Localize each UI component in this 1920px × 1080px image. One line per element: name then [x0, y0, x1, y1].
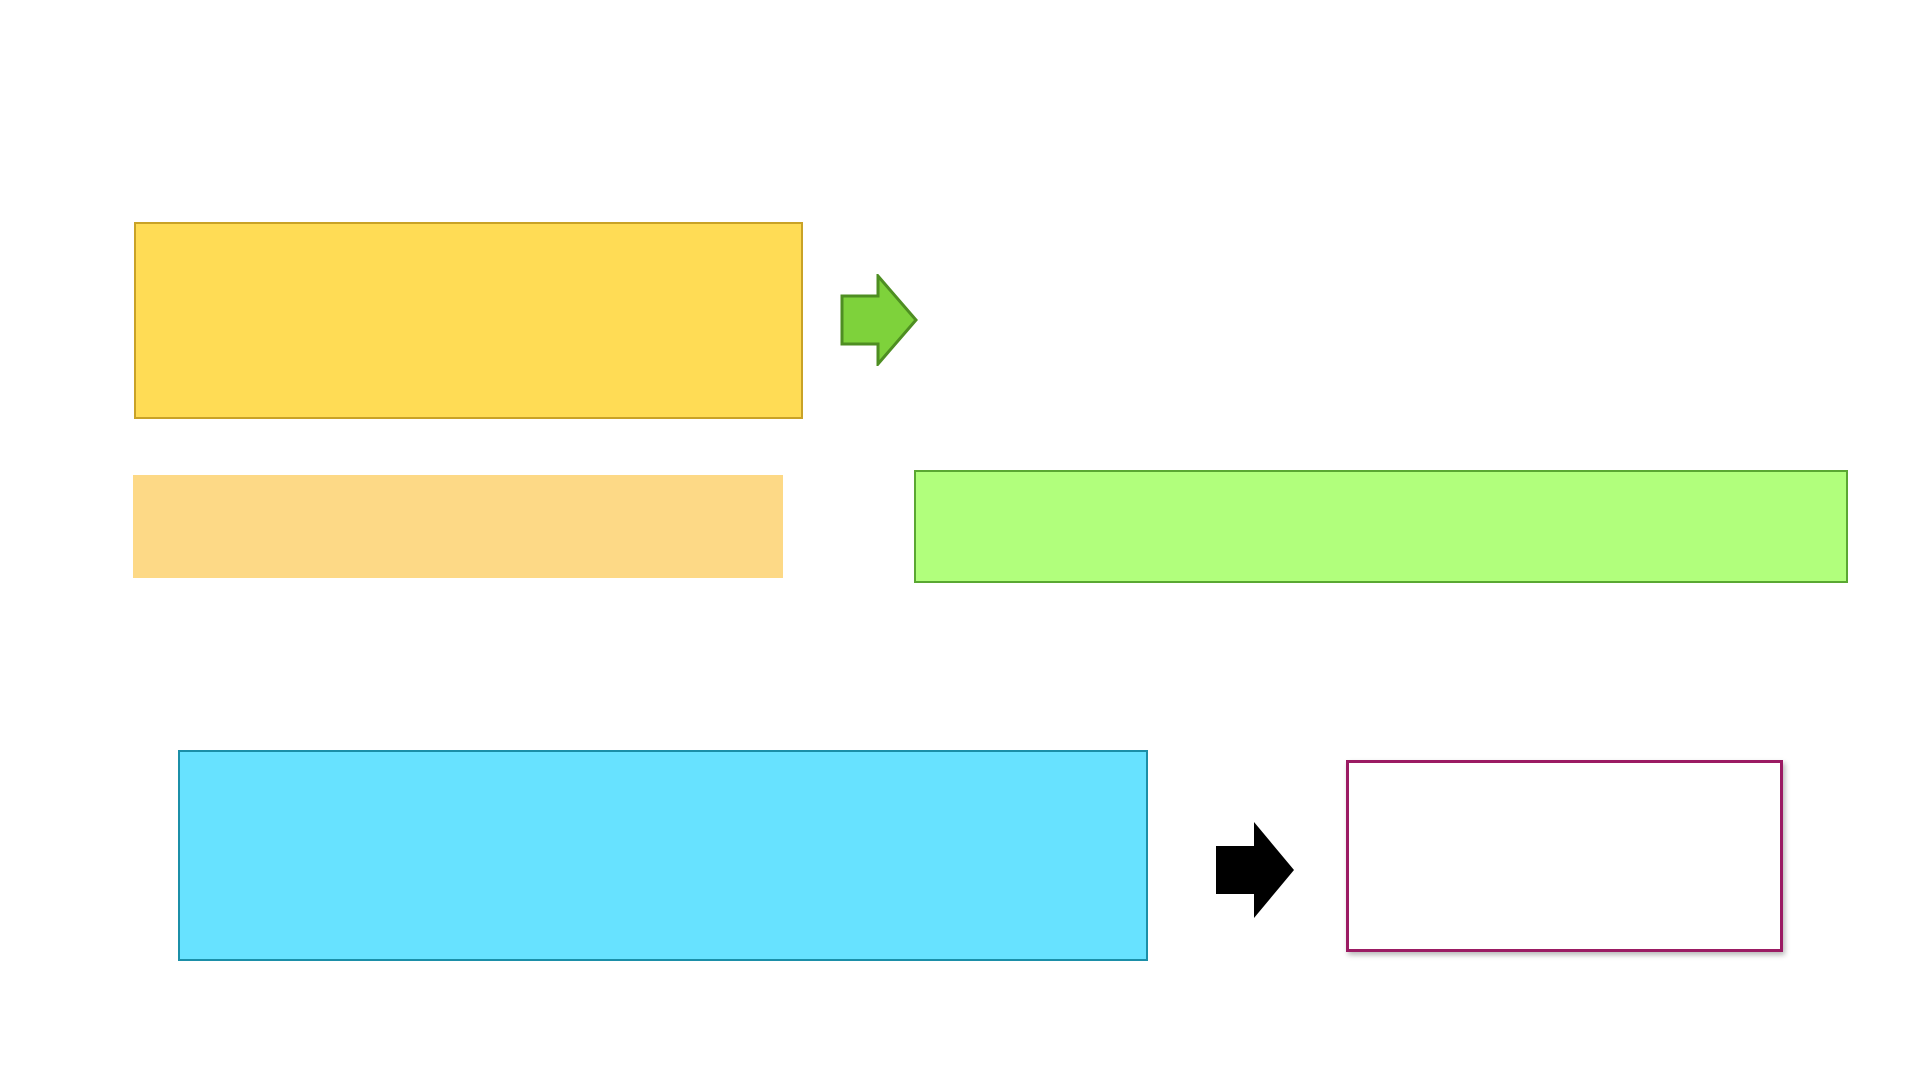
white-box	[1346, 760, 1783, 952]
green-right-arrow-icon	[840, 274, 918, 366]
cyan-box	[178, 750, 1148, 961]
green-box	[914, 470, 1848, 583]
black-right-arrow-icon	[1216, 822, 1294, 918]
light-orange-box	[133, 475, 783, 578]
yellow-box	[134, 222, 803, 419]
